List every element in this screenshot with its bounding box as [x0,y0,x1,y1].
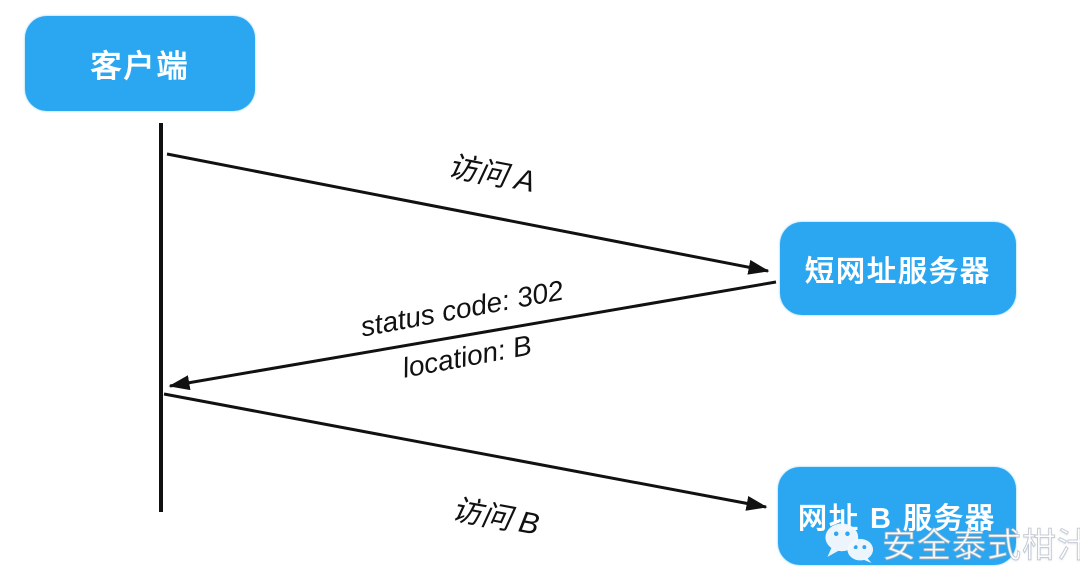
client-lifeline [159,123,163,512]
node-client-label: 客户端 [90,49,190,84]
arrow-redirect [168,280,777,391]
node-client: 客户端 [25,16,255,111]
node-url-b-server-label: 网址 B 服务器 [797,503,997,535]
node-url-b-server: 网址 B 服务器 [778,467,1016,565]
arrow-visit-b [163,392,768,511]
arrow-visit-a [166,152,770,275]
node-short-url-server-label: 短网址服务器 [804,255,991,288]
node-short-url-server: 短网址服务器 [780,222,1016,315]
